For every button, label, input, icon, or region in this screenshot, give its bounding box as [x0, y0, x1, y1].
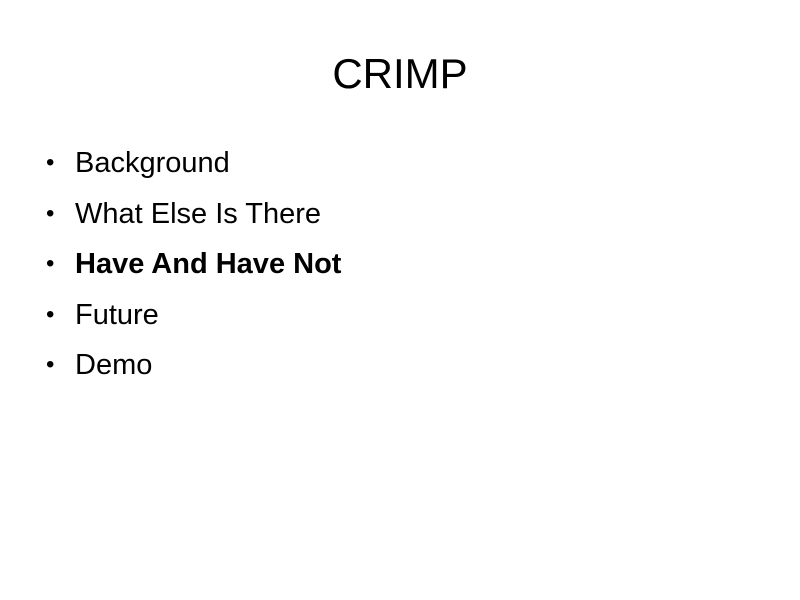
bullet-text: What Else Is There — [75, 197, 322, 230]
bullet-item-future: • Future — [46, 290, 341, 341]
bullet-icon: • — [46, 351, 55, 379]
bullet-item-what-else-is-there: • What Else Is There — [46, 189, 341, 240]
bullet-text: Future — [75, 298, 159, 331]
bullet-list: • Background • What Else Is There • Have… — [46, 138, 341, 391]
bullet-icon: • — [46, 300, 55, 328]
bullet-item-demo: • Demo — [46, 340, 341, 391]
bullet-icon: • — [46, 250, 55, 278]
bullet-text: Demo — [75, 349, 153, 382]
bullet-icon: • — [46, 199, 55, 227]
bullet-text: Have And Have Not — [75, 248, 342, 281]
bullet-item-have-and-have-not: • Have And Have Not — [46, 239, 341, 290]
bullet-icon: • — [46, 149, 55, 177]
bullet-item-background: • Background — [46, 138, 341, 189]
slide-title: CRIMP — [332, 50, 468, 97]
bullet-text: Background — [75, 147, 230, 180]
